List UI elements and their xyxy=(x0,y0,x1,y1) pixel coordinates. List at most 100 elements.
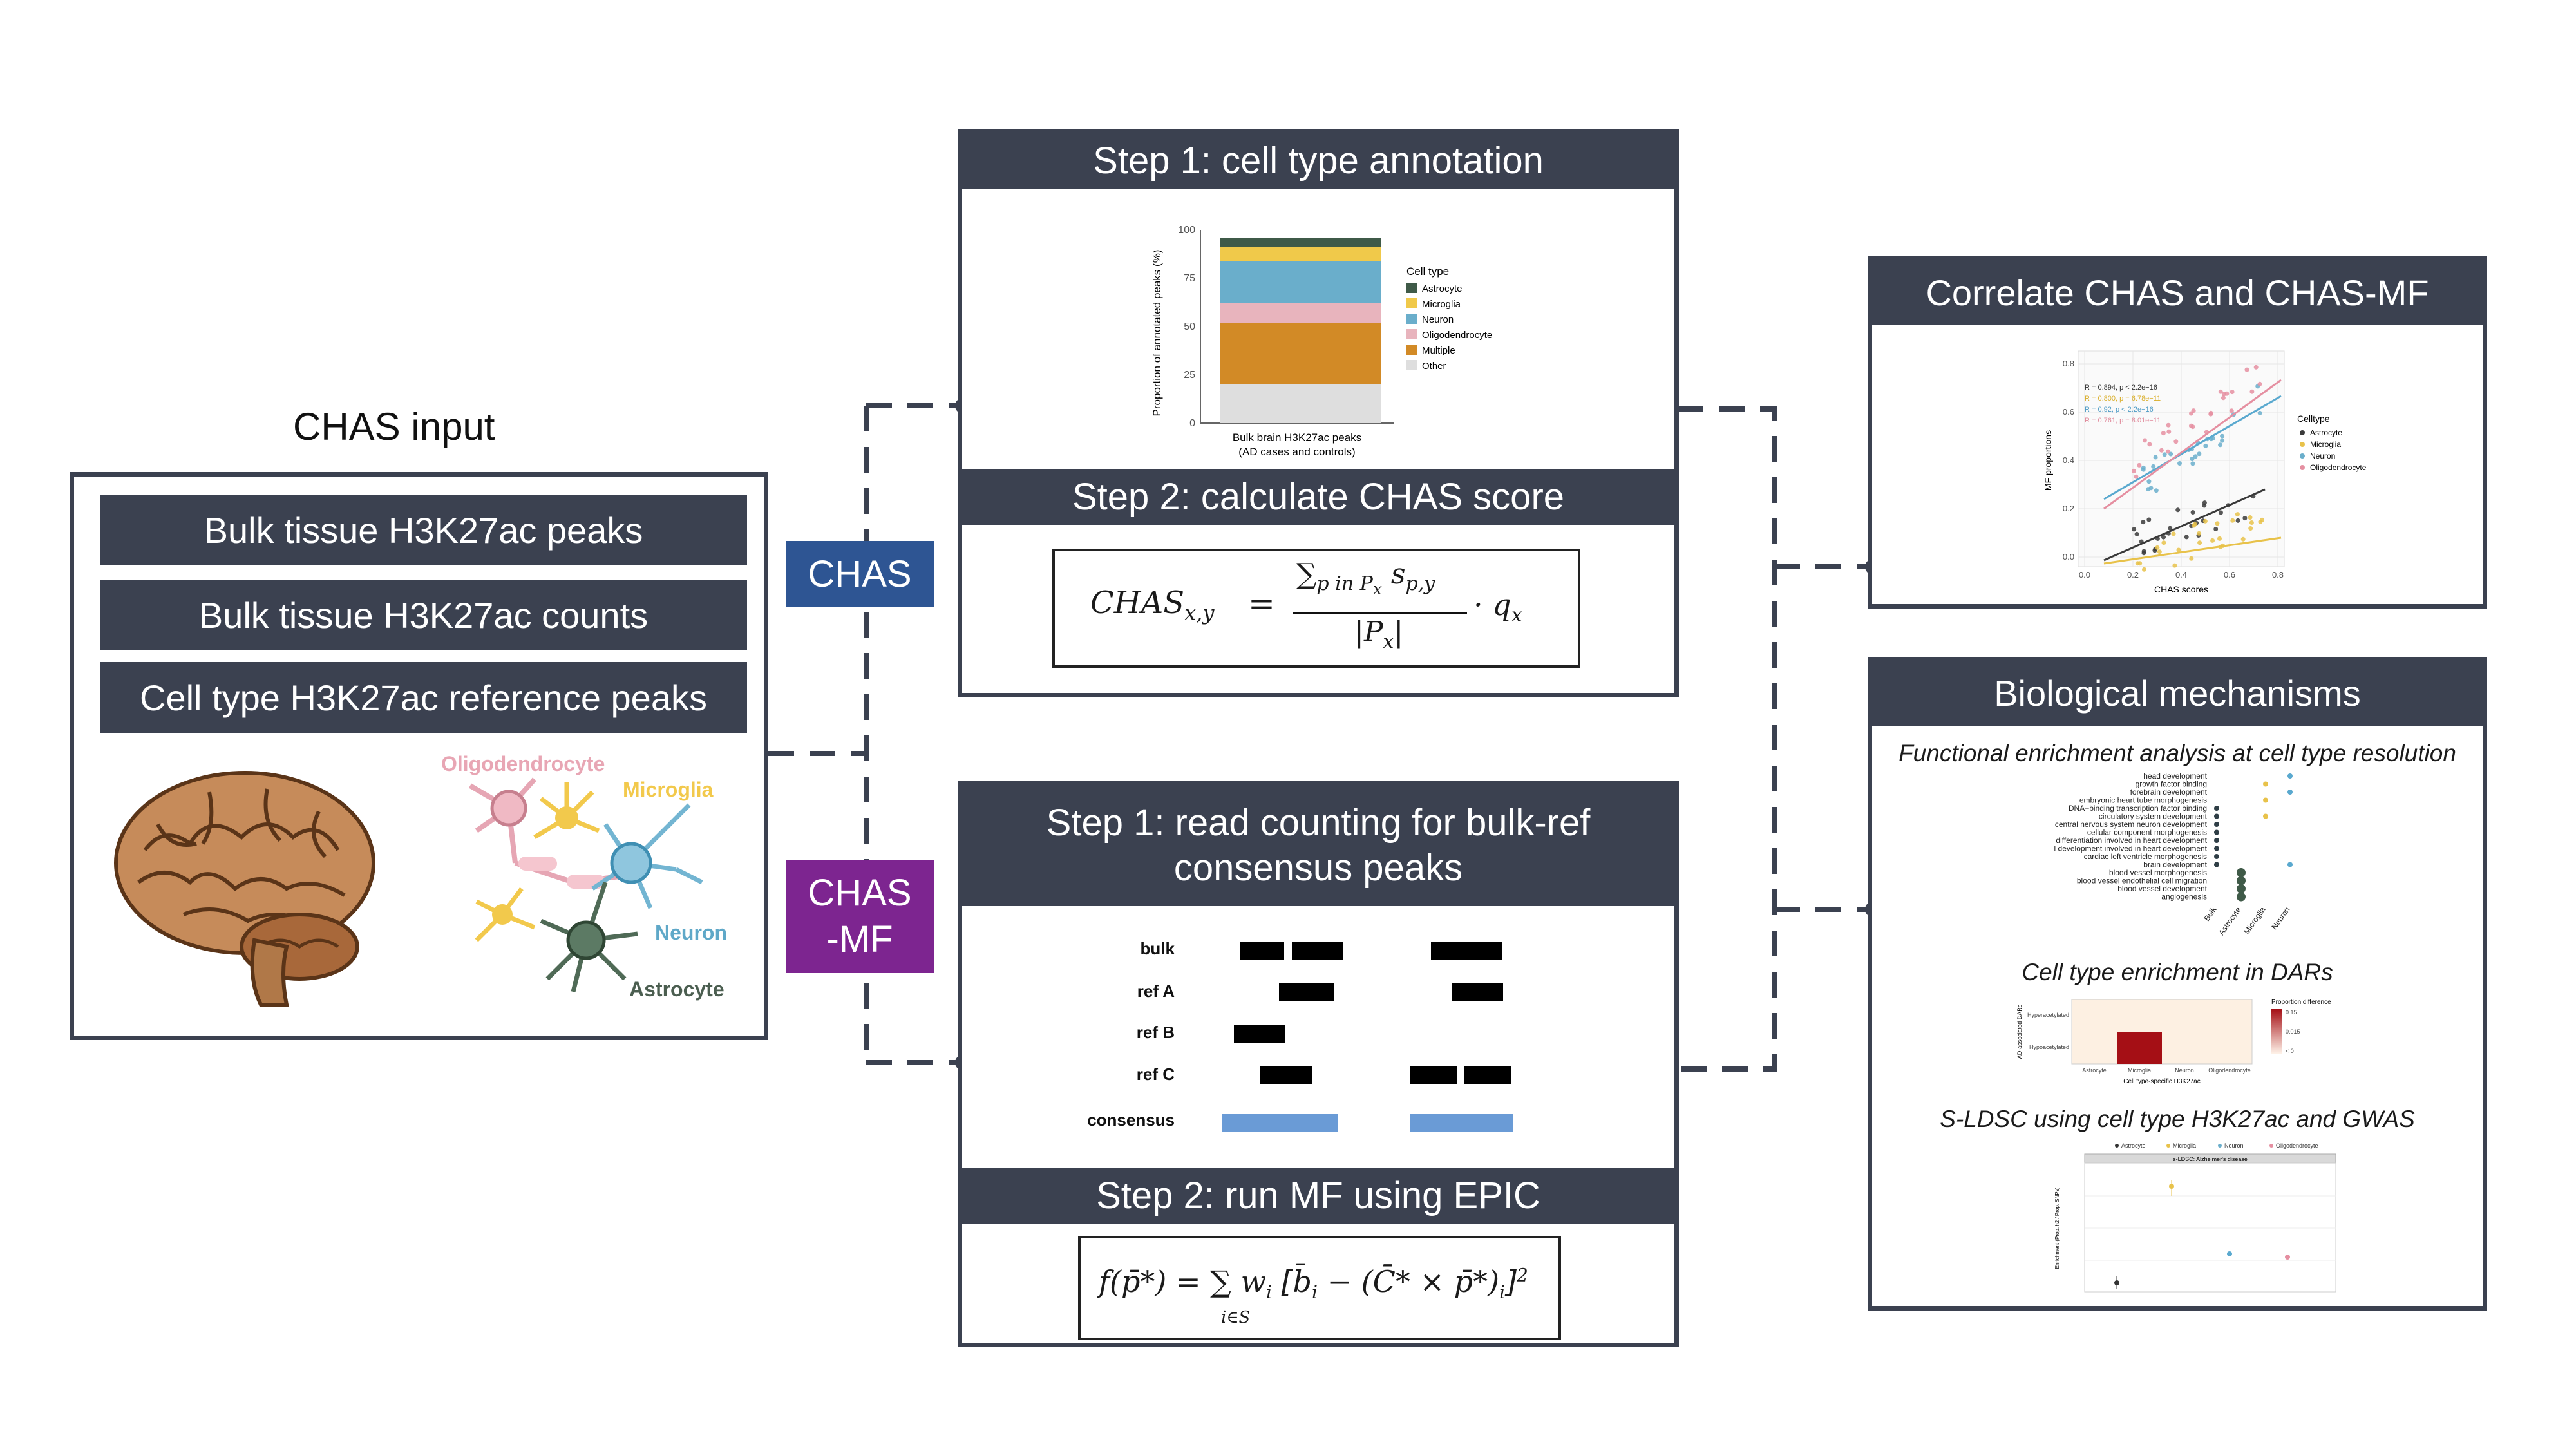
peak-refc-1 xyxy=(1260,1066,1312,1084)
go-term-label: brain development xyxy=(2143,860,2207,869)
peak-bulk-2 xyxy=(1292,942,1343,960)
ldsc-legend-swatch xyxy=(2166,1144,2170,1148)
corr-point-oligodendrocyte xyxy=(2166,429,2172,434)
corr-point-oligodendrocyte xyxy=(2147,442,2152,447)
corr-point-oligodendrocyte xyxy=(2208,410,2213,415)
chas-mf-label-line1: CHAS xyxy=(808,872,912,914)
corr-point-microglia xyxy=(2197,531,2202,536)
corr-point-oligodendrocyte xyxy=(2159,448,2164,453)
track-label-ref-a: ref A xyxy=(1137,981,1175,1001)
brain-illustration xyxy=(114,771,375,1007)
corr-point-astrocyte xyxy=(2235,518,2240,523)
corr-point-neuron xyxy=(2220,438,2225,443)
go-term-label: l development involved in heart developm… xyxy=(2054,844,2208,853)
peak-refc-3 xyxy=(1464,1066,1511,1084)
stat-oligodendrocyte: R = 0.761, p = 8.01e−11 xyxy=(2085,417,2161,424)
mf-step2-header: Step 2: run MF using EPIC xyxy=(962,1168,1674,1224)
corr-point-oligodendrocyte xyxy=(2249,389,2255,394)
annotation-legend-label: Astrocyte xyxy=(1422,283,1463,294)
input-reference-peaks: Cell type H3K27ac reference peaks xyxy=(100,662,747,733)
corr-point-astrocyte xyxy=(2168,526,2173,531)
go-term-label: embryonic heart tube morphogenesis xyxy=(2079,796,2207,805)
formula-numerator: ∑p in Px sp,y xyxy=(1296,558,1435,598)
go-dot xyxy=(2263,797,2268,803)
corr-point-astrocyte xyxy=(2242,516,2248,521)
annotation-bar-oligodendrocyte xyxy=(1220,303,1381,323)
go-term-label: head development xyxy=(2143,772,2207,781)
go-dot xyxy=(2214,829,2219,835)
corr-point-microglia xyxy=(2202,518,2208,524)
corr-x-tick: 0.8 xyxy=(2272,570,2284,580)
annotation-bar-microglia xyxy=(1220,247,1381,261)
corr-legend-label: Microglia xyxy=(2310,440,2341,449)
corr-point-microglia xyxy=(2192,522,2197,527)
chas-method-tag: CHAS xyxy=(786,541,934,607)
chas-score-formula: CHASx,y = ∑p in Px sp,y |Px| · qx xyxy=(1052,549,1580,668)
corr-point-oligodendrocyte xyxy=(2230,390,2235,395)
track-label-ref-b: ref B xyxy=(1137,1023,1175,1042)
ldsc-legend-label: Microglia xyxy=(2173,1142,2196,1149)
go-term-label: differentiation involved in heart develo… xyxy=(2056,836,2207,845)
corr-point-oligodendrocyte xyxy=(2253,365,2259,370)
dar-x-label: Cell type-specific H3K27ac xyxy=(2123,1078,2201,1085)
chas-input-title: CHAS input xyxy=(293,405,495,448)
peak-consensus-1 xyxy=(1222,1114,1338,1132)
ldsc-legend-swatch xyxy=(2269,1144,2273,1148)
formula-q-term: · qx xyxy=(1473,587,1522,627)
correlate-header: Correlate CHAS and CHAS-MF xyxy=(1872,261,2483,325)
corr-point-astrocyte xyxy=(2202,500,2207,506)
corr-point-neuron xyxy=(2151,464,2156,469)
peak-bulk-1 xyxy=(1240,942,1284,960)
formula-fraction-bar xyxy=(1293,612,1467,614)
corr-legend-label: Astrocyte xyxy=(2310,428,2342,437)
dar-row-label: Hyperacetylated xyxy=(2027,1012,2069,1018)
dar-cell-hypo-microglia xyxy=(2117,1032,2162,1064)
corr-point-oligodendrocyte xyxy=(2166,422,2171,428)
go-dot xyxy=(2214,862,2219,867)
corr-point-neuron xyxy=(2177,461,2182,466)
input-bulk-counts: Bulk tissue H3K27ac counts xyxy=(100,580,747,650)
go-term-label: circulatory system development xyxy=(2099,812,2208,821)
label-microglia: Microglia xyxy=(623,778,714,801)
annotation-legend-label: Other xyxy=(1422,361,1446,372)
corr-point-neuron xyxy=(2146,479,2152,484)
corr-point-astrocyte xyxy=(2213,527,2219,531)
corr-point-astrocyte xyxy=(2219,510,2223,515)
annotation-y-tick: 100 xyxy=(1178,225,1195,236)
formula-equals: = xyxy=(1248,585,1275,622)
corr-point-microglia xyxy=(2230,518,2235,523)
annotation-legend-swatch xyxy=(1406,298,1417,308)
annotation-bar-other xyxy=(1220,384,1381,423)
ldsc-strip-label: s-LDSC: Alzheimer's disease xyxy=(2173,1156,2248,1162)
corr-point-microglia xyxy=(2249,520,2254,525)
corr-point-neuron xyxy=(2190,457,2195,462)
bio-sub-sldsc: S-LDSC using cell type H3K27ac and GWAS xyxy=(1940,1106,2415,1132)
regression-neuron xyxy=(2103,395,2282,500)
chas-input-box: Bulk tissue H3K27ac peaks Bulk tissue H3… xyxy=(70,472,768,1040)
annotation-bar-multiple xyxy=(1220,323,1381,384)
corr-point-microglia xyxy=(2161,540,2166,545)
corr-y-tick: 0.0 xyxy=(2063,552,2074,562)
go-term-label: blood vessel development xyxy=(2117,884,2207,893)
corr-point-microglia xyxy=(2248,526,2253,531)
ldsc-point-oligodendrocyte xyxy=(2285,1255,2290,1260)
corr-legend-title: Celltype xyxy=(2297,413,2330,424)
bio-sub-dar-enrichment: Cell type enrichment in DARs xyxy=(2022,959,2333,985)
annotation-y-axis-label: Proportion of annotated peaks (%) xyxy=(1151,250,1163,417)
corr-point-oligodendrocyte xyxy=(2134,474,2139,479)
cell-type-annotation-chart: Proportion of annotated peaks (%) 100755… xyxy=(1151,225,1492,458)
corr-point-oligodendrocyte xyxy=(2161,431,2166,436)
annotation-y-tick: 50 xyxy=(1184,321,1195,332)
corr-y-label: MF proportions xyxy=(2043,430,2053,491)
annotation-bar-neuron xyxy=(1220,261,1381,303)
ldsc-legend-label: Neuron xyxy=(2224,1142,2244,1149)
corr-point-oligodendrocyte xyxy=(2224,391,2230,396)
go-column-label: Bulk xyxy=(2202,905,2219,923)
corr-point-microglia xyxy=(2248,515,2253,520)
corr-point-oligodendrocyte xyxy=(2244,367,2249,372)
go-dot xyxy=(2263,813,2268,819)
corr-point-microglia xyxy=(2235,512,2240,517)
annotation-legend-label: Neuron xyxy=(1422,314,1454,325)
corr-point-neuron xyxy=(2148,486,2154,491)
